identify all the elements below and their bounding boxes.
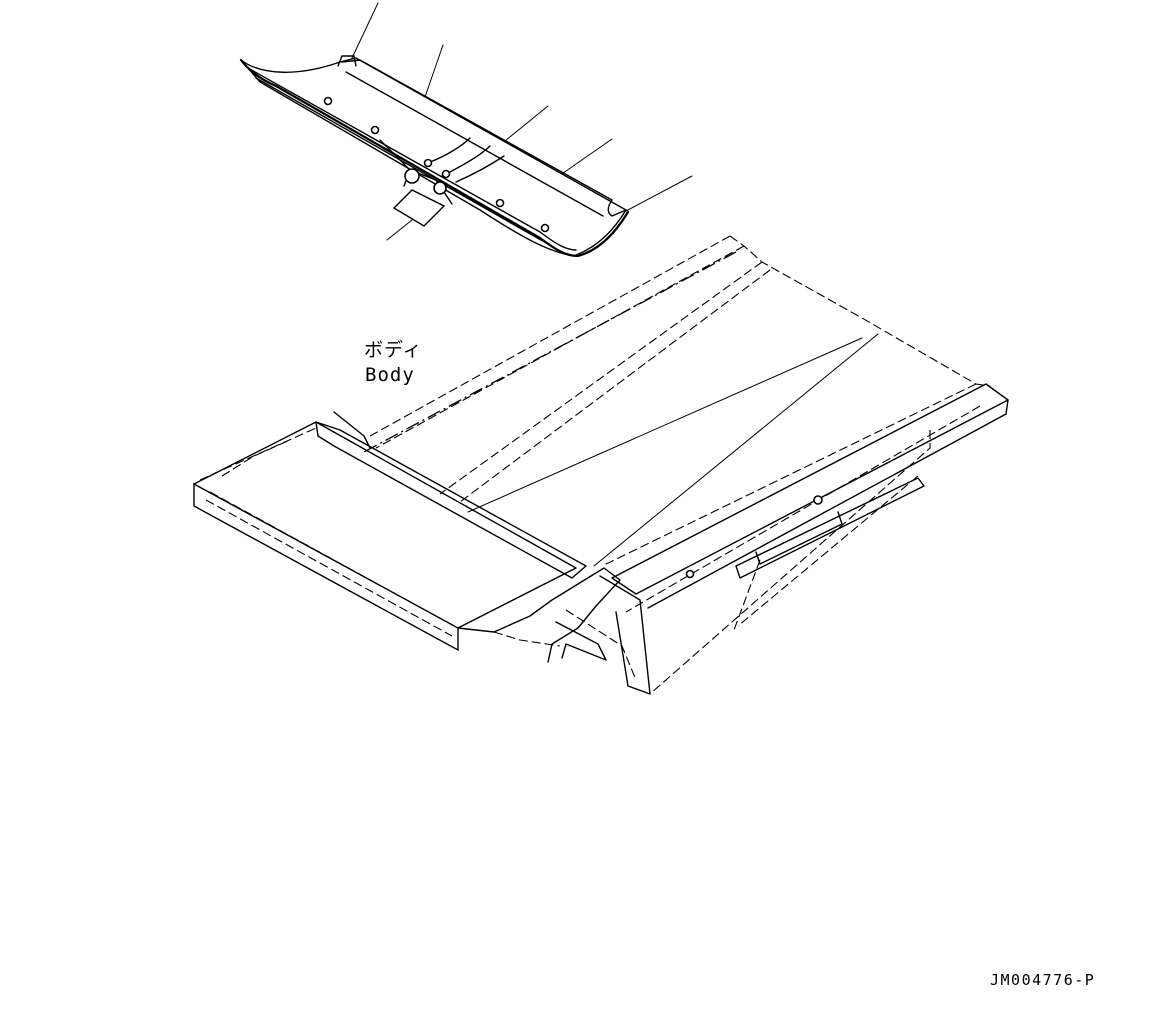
fender-detail-view	[239, 2, 693, 258]
leader-lines	[351, 2, 693, 241]
front-hinge-hidden	[493, 609, 637, 681]
fender-bolt-4	[441, 169, 451, 179]
fender-lower-edge	[239, 58, 630, 258]
fender-mount-bracket	[392, 189, 446, 227]
canopy-beam-cap	[333, 411, 371, 449]
body-label-en: Body	[365, 364, 415, 386]
front-hinge-arm	[555, 621, 607, 661]
fender-lower-edge-inner	[247, 67, 577, 251]
fender-top-crease	[345, 71, 604, 217]
fender-mount-boss-2	[433, 181, 447, 195]
canopy-rear-beam	[315, 421, 587, 579]
leader-line-2	[424, 44, 444, 98]
fender-bolt-3	[423, 158, 433, 168]
body-floor-line-1	[439, 261, 763, 495]
body-left-center-line	[363, 251, 737, 453]
canopy-back-rail	[199, 427, 317, 481]
body-floor-line-3	[467, 337, 863, 513]
body-floor-line-4	[593, 333, 879, 567]
fender-mount-boss-1	[404, 168, 420, 184]
fender-bolt-6	[540, 223, 550, 233]
body-right-rail-hole	[813, 495, 823, 505]
body-right-lower-brace	[599, 575, 651, 695]
leader-line-1	[351, 2, 379, 59]
fender-bolt-2	[370, 125, 380, 135]
body-label-jp: ボディ	[364, 339, 423, 361]
fender-bottom-strip	[255, 77, 549, 245]
body-right-rail-top	[611, 383, 1009, 595]
fender-tab-left	[337, 55, 357, 67]
canopy-inner-line-2	[209, 491, 455, 627]
canopy-plate	[193, 482, 459, 652]
body-floor-edge	[601, 383, 977, 567]
dump-body-view	[193, 235, 1009, 695]
fender-plate	[240, 57, 627, 257]
leader-line-5	[625, 175, 693, 212]
body-floor-line-2	[459, 269, 771, 503]
canopy-top	[193, 421, 577, 629]
body-left-top-rail	[369, 235, 745, 449]
fender-top-flange	[341, 59, 627, 217]
front-hinge-bracket	[457, 567, 621, 663]
drawing-code: JM004776-P	[990, 971, 1095, 989]
leader-line-6	[386, 219, 413, 241]
body-right-lower-hidden	[649, 430, 931, 695]
canopy-inner-line-1	[205, 499, 453, 637]
fender-bolt-5	[495, 198, 505, 208]
body-right-lower-frame	[735, 477, 925, 579]
body-rear-edge	[729, 235, 991, 387]
body-right-rail-hidden	[625, 405, 981, 613]
body-right-rail-side	[647, 399, 1009, 609]
leader-line-4	[555, 138, 613, 179]
body-right-rail-hole-2	[685, 569, 695, 579]
fender-bolt-1	[323, 96, 333, 106]
